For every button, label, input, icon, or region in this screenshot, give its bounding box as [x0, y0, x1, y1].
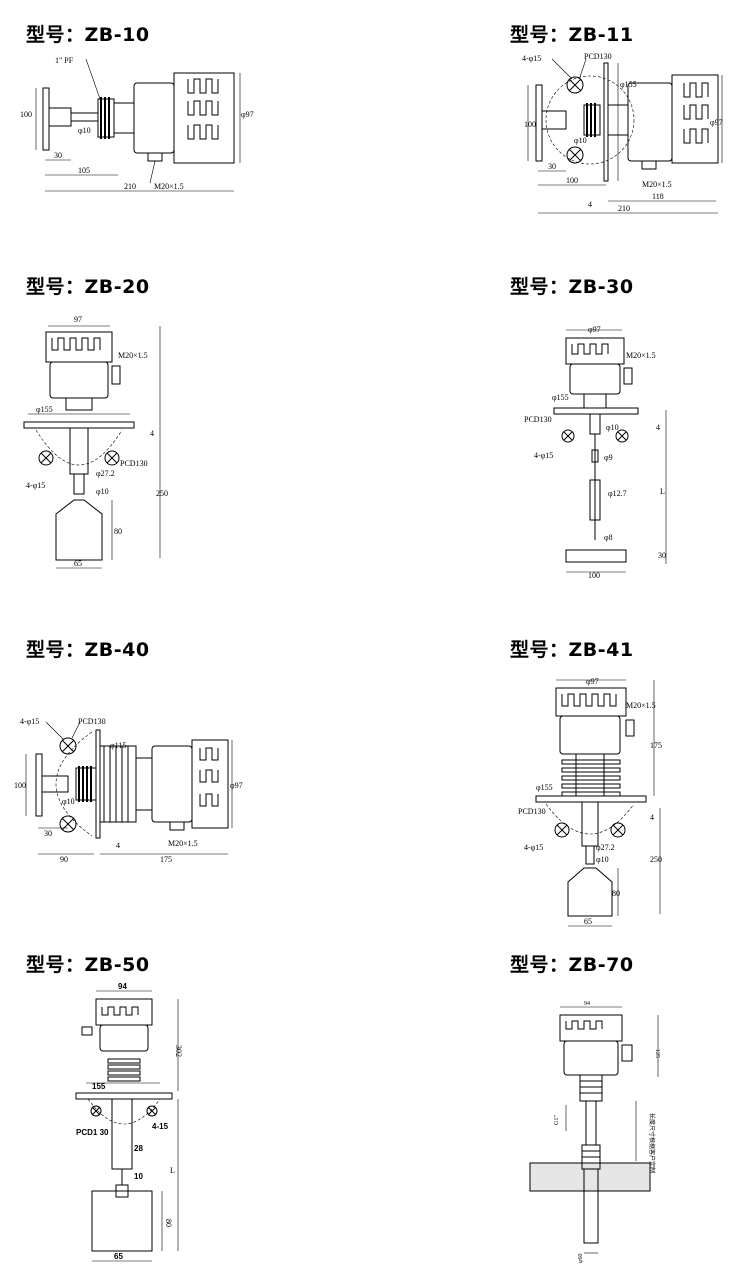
- model-title-zb20: 型号：ZB-20: [26, 276, 150, 298]
- label-zb20-thk: 4: [150, 429, 154, 438]
- label-zb50-holes: 4-15: [152, 1122, 169, 1131]
- label-zb50-tube: 28: [134, 1144, 143, 1153]
- label-zb40-shaft: φ10: [62, 797, 75, 806]
- label-zb70-thread: G1": [554, 1115, 560, 1125]
- label-zb10-len1: 30: [54, 151, 62, 160]
- label-zb20-pipe: φ27.2: [96, 469, 115, 478]
- label-zb10-shaft: φ10: [78, 126, 91, 135]
- label-zb11-len1: 30: [548, 162, 556, 171]
- label-zb20-pcd: PCD130: [120, 459, 148, 468]
- label-zb40-pcd: PCD130: [78, 717, 106, 726]
- label-zb11-shaft: φ10: [574, 136, 587, 145]
- label-zb30-top: φ97: [588, 325, 601, 334]
- label-zb41-pcd: PCD130: [518, 807, 546, 816]
- label-zb30-paddle-h: 30: [658, 551, 666, 560]
- label-zb10-h: 100: [20, 110, 32, 119]
- label-zb30-rod1: φ9: [604, 453, 613, 462]
- label-zb41-paddle-h: 80: [612, 889, 620, 898]
- label-zb10-thread: 1" PF: [55, 56, 74, 65]
- label-zb30-pcd: PCD130: [524, 415, 552, 424]
- label-zb30-thk: 4: [656, 423, 660, 432]
- label-zb20-conduit: M20×1.5: [118, 351, 148, 360]
- label-zb10-conduit: M20×1.5: [154, 182, 184, 191]
- label-zb50-paddle-w: 65: [114, 1252, 123, 1261]
- label-zb30-shaft: φ10: [606, 423, 619, 432]
- drawing-zb40: 4-φ15 PCD130 φ115 φ97 100 φ10 30 4 M20×1…: [14, 717, 243, 864]
- label-zb50-paddle-h: 80: [164, 1219, 173, 1227]
- label-zb20-top: 97: [74, 315, 82, 324]
- label-zb11-thk: 4: [588, 200, 592, 209]
- label-zb11-len2: 100: [566, 176, 578, 185]
- model-title-zb40: 型号：ZB-40: [26, 639, 150, 661]
- label-zb11-total: 210: [618, 204, 630, 213]
- label-zb20-holes: 4-φ15: [26, 481, 45, 490]
- label-zb10-total: 210: [124, 182, 136, 191]
- label-zb40-dia: φ97: [230, 781, 243, 790]
- model-title-zb70: 型号：ZB-70: [510, 954, 634, 976]
- label-zb41-conduit: M20×1.5: [626, 701, 656, 710]
- drawing-zb11: φ97 4-φ15 PCD130 φ155 100 φ10 30 100 M20…: [522, 52, 723, 214]
- label-zb11-holes: 4-φ15: [522, 54, 541, 63]
- label-zb41-paddle-w: 65: [584, 917, 592, 926]
- label-zb50-L: L: [170, 1166, 175, 1175]
- label-zb50-shaft: 10: [134, 1172, 143, 1181]
- label-zb30-L: L: [660, 487, 665, 496]
- label-zb41-thk: 4: [650, 813, 654, 822]
- drawing-zb50: 94 302 155 PCD1 30 4-15 28 10 L 80 65: [75, 982, 183, 1262]
- label-zb41-top: φ97: [586, 677, 599, 686]
- label-zb41-pipe: φ27.2: [596, 843, 615, 852]
- label-zb30-flange: φ155: [552, 393, 569, 402]
- label-zb40-len1: 30: [44, 829, 52, 838]
- label-zb40-fins: φ115: [110, 741, 126, 750]
- label-zb11-dia: φ97: [710, 118, 723, 127]
- drawing-zb41: φ97 M20×1.5 175 φ155 PCD130 4 4-φ15 φ27.…: [518, 677, 662, 927]
- label-zb41-holes: 4-φ15: [524, 843, 543, 852]
- drawing-zb20: 97 M20×1.5 φ155 4 4-φ15 PCD130 φ27.2 φ10…: [23, 315, 168, 569]
- label-zb30-conduit: M20×1.5: [626, 351, 656, 360]
- label-zb70-bottom: φ60: [578, 1254, 584, 1263]
- label-zb50-top: 94: [118, 982, 127, 991]
- label-zb11-h: 100: [524, 120, 536, 129]
- drawing-zb30: φ97 M20×1.5 φ155 PCD130 4 φ10 4-φ15 φ9 φ…: [524, 325, 667, 580]
- label-zb41-len: 250: [650, 855, 662, 864]
- label-zb30-rod3: φ8: [604, 533, 613, 542]
- label-zb50-flange: 155: [92, 1082, 106, 1091]
- label-zb41-flange: φ155: [536, 783, 553, 792]
- label-zb30-rod2: φ12.7: [608, 489, 627, 498]
- label-zb41-shaft: φ10: [596, 855, 609, 864]
- label-zb40-conduit: M20×1.5: [168, 839, 198, 848]
- label-zb20-len: 250: [156, 489, 168, 498]
- label-zb30-paddle-w: 100: [588, 571, 600, 580]
- model-title-zb10: 型号：ZB-10: [26, 24, 150, 46]
- label-zb40-len2: 90: [60, 855, 68, 864]
- label-zb41-body: 175: [650, 741, 662, 750]
- label-zb11-flange: φ155: [620, 80, 637, 89]
- label-zb11-conduit: M20×1.5: [642, 180, 672, 189]
- label-zb40-thk: 4: [116, 841, 120, 850]
- drawing-zb10: φ97 100 1" PF φ10 30 105 210 M20×1.5: [20, 56, 254, 192]
- label-zb50-pcd: PCD1 30: [76, 1128, 109, 1137]
- label-zb70-note: 长度尺寸根据客户定制: [648, 1113, 656, 1173]
- label-zb50-body: 302: [174, 1045, 183, 1057]
- label-zb40-h: 100: [14, 781, 26, 790]
- label-zb20-flange: φ155: [36, 405, 53, 414]
- model-title-zb41: 型号：ZB-41: [510, 639, 634, 661]
- label-zb10-dia: φ97: [241, 110, 254, 119]
- label-zb20-paddle-w: 65: [74, 559, 82, 568]
- model-title-zb30: 型号：ZB-30: [510, 276, 634, 298]
- label-zb30-holes: 4-φ15: [534, 451, 553, 460]
- label-zb11-len3: 118: [652, 192, 664, 201]
- label-zb20-shaft: φ10: [96, 487, 109, 496]
- drawing-zb70: 94 125 G1" 长度尺寸根据客户定制 φ60: [529, 1001, 660, 1263]
- label-zb11-pcd: PCD130: [584, 52, 612, 61]
- model-title-zb11: 型号：ZB-11: [510, 24, 634, 46]
- label-zb40-holes: 4-φ15: [20, 717, 39, 726]
- label-zb70-top: 94: [584, 1001, 590, 1007]
- label-zb70-body: 125: [654, 1049, 660, 1058]
- model-title-zb50: 型号：ZB-50: [26, 954, 150, 976]
- label-zb40-total: 175: [160, 855, 172, 864]
- label-zb10-len2: 105: [78, 166, 90, 175]
- label-zb20-paddle-h: 80: [114, 527, 122, 536]
